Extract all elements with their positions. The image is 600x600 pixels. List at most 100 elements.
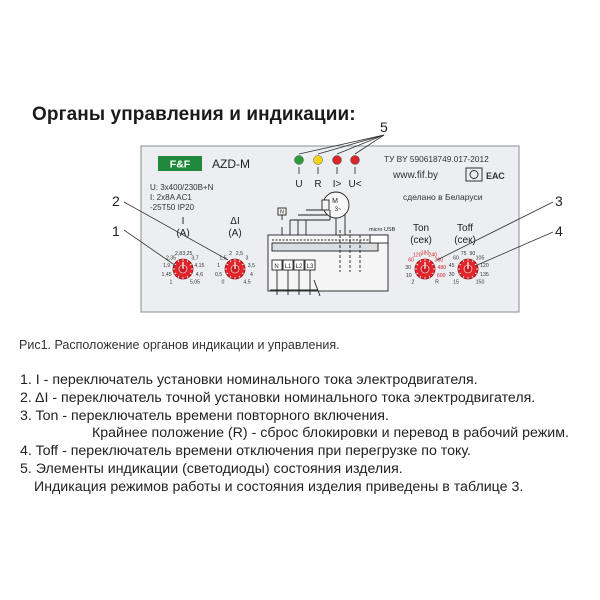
knob-4-scale-label: 105 (476, 256, 485, 262)
section-heading: Органы управления и индикации: (32, 104, 356, 125)
knob-2-scale-label: 1 (217, 263, 220, 269)
led-2-icon (313, 155, 323, 165)
knob-4-scale-label: 75 (461, 251, 467, 257)
knob-1-grip (186, 275, 189, 278)
knob-4-scale-label: 15 (453, 280, 459, 286)
knob-2-grip (238, 260, 241, 263)
knob-1-scale-label: 1,9 (163, 263, 170, 269)
knob-4-scale-label: 120 (480, 263, 489, 269)
knob-1-grip (189, 263, 192, 266)
neutral-label: N (280, 210, 284, 216)
knob-2-scale-label: 3 (246, 256, 249, 262)
knob-1-scale-label: 3,25 (182, 251, 192, 257)
wiring-schematic (267, 191, 389, 297)
knob-3-scale-label: 60 (408, 258, 414, 264)
knob-3-grip (428, 260, 431, 263)
knob-3-scale-label: 120 (413, 252, 422, 258)
knob-1-title: I (182, 216, 185, 227)
knob-3-scale-label: 2 (412, 280, 415, 286)
knob-4-scale-label: 30 (449, 272, 455, 278)
micro-usb-label: micro USB (369, 227, 396, 233)
knob-2-scale-label: 4 (250, 272, 253, 278)
knob-4-grip (474, 272, 477, 275)
website-text: www.fif.by (392, 170, 438, 181)
knob-1-unit: (A) (176, 228, 189, 239)
knob-2-grip (229, 275, 232, 278)
spec-line-current: I: 2x8A AC1 (150, 193, 192, 202)
knob-4-scale-label: 45 (449, 263, 455, 269)
knob-1-grip (174, 272, 177, 275)
knob-2-grip (238, 275, 241, 278)
terminal-l2: L2 (296, 264, 303, 270)
knob-1-scale-label: 2,8 (175, 251, 182, 257)
knob-2-scale-label: 3,5 (248, 263, 255, 269)
eac-mark: ЕАС (486, 171, 505, 181)
brand-logo-text: F&F (170, 159, 191, 171)
knob-3-scale-label: 10 (406, 273, 412, 279)
legend-list: 1. I - переключатель установки номинальн… (20, 372, 569, 497)
terminal-n: N (274, 264, 278, 270)
knob-2-scale-label: 0,5 (215, 272, 222, 278)
knob-3-unit: (сек) (410, 235, 432, 246)
knob-3-grip (431, 263, 434, 266)
knob-2-grip (226, 263, 229, 266)
certification-mark-icon (465, 167, 483, 182)
knob-3-title: Ton (413, 223, 429, 234)
legend-item-3: 3. Ton - переключатель времени повторног… (20, 407, 389, 424)
knob-2-scale-label: 0 (222, 280, 225, 286)
knob-2-scale-label: 2,5 (236, 251, 243, 257)
led-1-icon (294, 155, 304, 165)
knob-1-grip (177, 275, 180, 278)
brand-logo: F&F (158, 156, 202, 171)
callout-5-leaders (298, 134, 385, 155)
callout-5: 5 (380, 119, 388, 135)
knob-3-scale-label: 240 (428, 252, 437, 258)
spec-line-temp-ip: -25T50 IP20 (150, 203, 195, 212)
knob-2-scale-label: 4,5 (243, 280, 250, 286)
knob-3-grip (419, 260, 422, 263)
knob-2-grip (226, 272, 229, 275)
callout-leaders (123, 201, 554, 267)
knob-4-grip (462, 260, 465, 263)
standard-text: ТУ BY 590618749.017-2012 (384, 154, 489, 164)
knob-1-scale-label: 1,45 (162, 272, 172, 278)
knob-3-grip (416, 272, 419, 275)
knob-3-grip (431, 272, 434, 275)
legend-item-5-note: Индикация режимов работы и состояния изд… (34, 478, 524, 495)
knob-4-title: Toff (457, 223, 473, 234)
motor-label-phase: 3~ (335, 207, 342, 213)
knob-2-unit: (A) (228, 228, 241, 239)
knob-3-scale-label: 30 (405, 265, 411, 271)
knob-1-scale-label: 2,35 (166, 256, 176, 262)
knob-4-grip (462, 275, 465, 278)
legend-item-2: 2. ΔI - переключатель точной установки н… (20, 389, 536, 406)
knob-4-grip (474, 263, 477, 266)
knob-4-scale-label: 135 (480, 272, 489, 278)
led-1-label: U (295, 179, 302, 190)
knob-4-grip (471, 260, 474, 263)
callout-3: 3 (555, 193, 563, 209)
legend-item-1: 1. I - переключатель установки номинальн… (20, 372, 478, 388)
made-in-text: сделано в Беларуси (403, 192, 483, 202)
led-3-label: I> (333, 179, 342, 190)
knob-4-grip (459, 272, 462, 275)
legend-item-4: 4. Toff - переключатель времени отключен… (20, 443, 472, 460)
knob-2-grip (229, 260, 232, 263)
knob-1-scale-label: 1 (170, 280, 173, 286)
motor-label-m: M (332, 198, 338, 205)
model-name: AZD-M (212, 157, 250, 171)
knob-1-scale-label: 3,7 (191, 256, 198, 262)
knob-2-scale-label: 1,5 (219, 256, 226, 262)
knob-3-grip (428, 275, 431, 278)
knob-3-scale-label: 360 (434, 258, 443, 264)
legend-item-5: 5. Элементы индикации (светодиоды) состо… (20, 460, 403, 477)
knob-1-grip (174, 263, 177, 266)
knob-2-scale-label: 2 (229, 251, 232, 257)
terminal-l3: L3 (307, 264, 314, 270)
